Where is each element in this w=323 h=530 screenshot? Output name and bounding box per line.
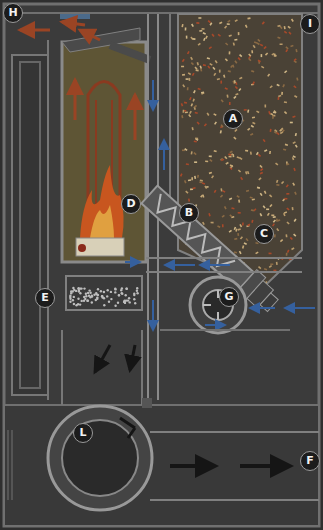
callout-letter: L [73,423,93,443]
callout-letter: A [223,109,243,129]
callout-letter: I [300,14,320,34]
callout-letter: D [121,194,141,214]
callout-letter: B [179,203,199,223]
callout-letter: E [35,288,55,308]
callout-letter: G [219,287,239,307]
callout-letter: F [300,451,320,471]
callout-letter: H [3,3,23,23]
callout-letter: C [254,224,274,244]
